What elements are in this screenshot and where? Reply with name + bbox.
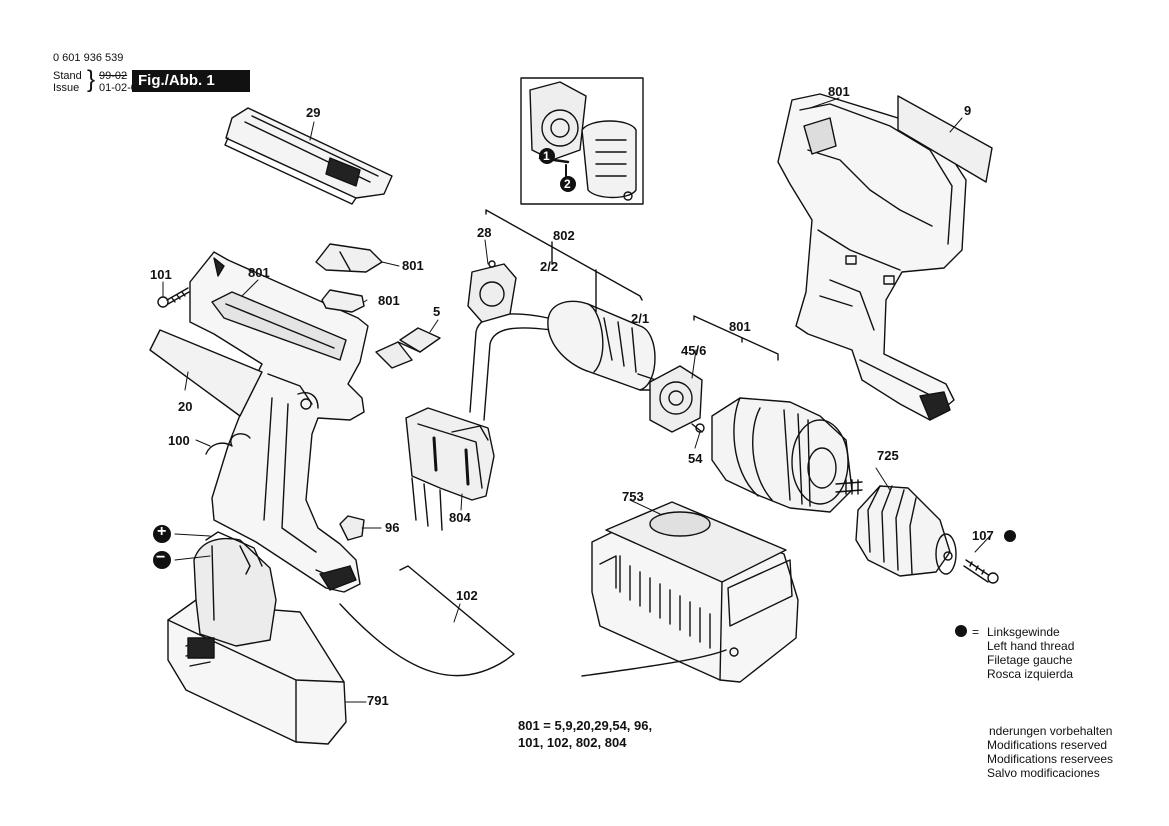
part-102-wire-drawing [339, 565, 515, 677]
part-label-801-gearbox: 801 [729, 319, 751, 334]
part-label-9: 9 [964, 103, 972, 118]
housing-half-right-drawing [777, 93, 967, 421]
step-1-marker [539, 148, 555, 164]
modifications-line-fr: Modifications reservees [987, 752, 1114, 766]
modifications-line-en: Modifications reserved [987, 738, 1108, 752]
legend-line-en: Left hand thread [987, 639, 1075, 653]
legend-line-de: Linksgewinde [987, 625, 1060, 639]
part-725-chuck-drawing [855, 485, 957, 577]
part-label-20: 20 [178, 399, 193, 414]
part-label-753: 753 [622, 489, 644, 504]
inset-detail-drawing [520, 77, 644, 205]
part-label-28: 28 [477, 225, 492, 240]
part-label-29: 29 [306, 105, 321, 120]
part-label-96: 96 [385, 520, 400, 535]
part-107-screw-drawing [963, 559, 999, 584]
stand-label: Stand [53, 70, 82, 82]
summary-line-2: 101, 102, 802, 804 [518, 735, 627, 750]
housing-half-left-drawing [189, 251, 369, 593]
brace-icon: } [87, 66, 96, 93]
battery-plus-marker [153, 525, 171, 543]
inset-step-2-label: 2 [564, 177, 571, 191]
part-label-801-handle: 801 [248, 265, 270, 280]
battery-minus-icon: − [156, 549, 166, 566]
part-802-motor-drawing [547, 300, 665, 391]
part-label-107: 107 [972, 528, 994, 543]
part-label-791: 791 [367, 693, 389, 708]
part-804-switch-drawing [405, 407, 495, 531]
part-label-801-housing-right: 801 [828, 84, 850, 99]
part-label-54: 54 [688, 451, 703, 466]
stand-date: 99-02 [99, 70, 128, 82]
legend-line-es: Rosca izquierda [987, 667, 1074, 681]
left-thread-dot-107 [1004, 530, 1016, 542]
part-753-charger-drawing [581, 501, 799, 683]
battery-minus-marker [153, 551, 171, 569]
assembly-bracket-802 [485, 209, 643, 313]
legend-equals: = [972, 625, 980, 639]
part-29-cover-drawing [224, 107, 393, 205]
leader-lines [162, 97, 991, 703]
modifications-line-de: nderungen vorbehalten [989, 724, 1113, 738]
clip-parts-drawing [315, 243, 383, 313]
part-label-801-clip-a: 801 [402, 258, 424, 273]
modifications-line-es: Salvo modificaciones [987, 766, 1100, 780]
part-label-2-1: 2/1 [631, 311, 650, 326]
figure-badge: Fig./Abb. 1 [132, 70, 250, 92]
assembly-bracket-801 [693, 315, 779, 361]
part-label-45-6: 45/6 [681, 343, 707, 358]
part-28-mount-drawing [467, 260, 517, 323]
part-label-725: 725 [877, 448, 899, 463]
issue-label: Issue [53, 82, 80, 94]
part-791-battery-drawing [167, 531, 347, 745]
part-96-clip-drawing [339, 515, 365, 541]
gearbox-drawing [711, 397, 863, 513]
part-5-bracket-drawing [375, 327, 441, 369]
part-101-screw-drawing [157, 287, 190, 308]
summary-line-1: 801 = 5,9,20,29,54, 96, [518, 718, 653, 733]
part-label-100: 100 [168, 433, 190, 448]
motor-wires-drawing [469, 313, 553, 421]
part-label-101: 101 [150, 267, 172, 282]
part-label-804: 804 [449, 510, 471, 525]
legend-left-thread-dot [955, 625, 967, 637]
part-20-side-panel-drawing [149, 329, 263, 417]
part-label-801-clip-b: 801 [378, 293, 400, 308]
step-2-marker [560, 176, 576, 192]
inset-step-1-label: 1 [543, 149, 550, 163]
part-label-102: 102 [456, 588, 478, 603]
part-label-2-2: 2/2 [540, 259, 559, 274]
part-9-label-plate-drawing [897, 95, 993, 183]
part-54-screw-drawing [691, 423, 705, 433]
part-label-802: 802 [553, 228, 575, 243]
part-number: 0 601 936 539 [53, 52, 124, 64]
battery-plus-icon: + [157, 523, 167, 540]
part-100-wire-drawing [205, 433, 251, 455]
legend-line-fr: Filetage gauche [987, 653, 1073, 667]
part-label-5: 5 [433, 304, 441, 319]
part-45-6-ring-drawing [649, 365, 703, 433]
